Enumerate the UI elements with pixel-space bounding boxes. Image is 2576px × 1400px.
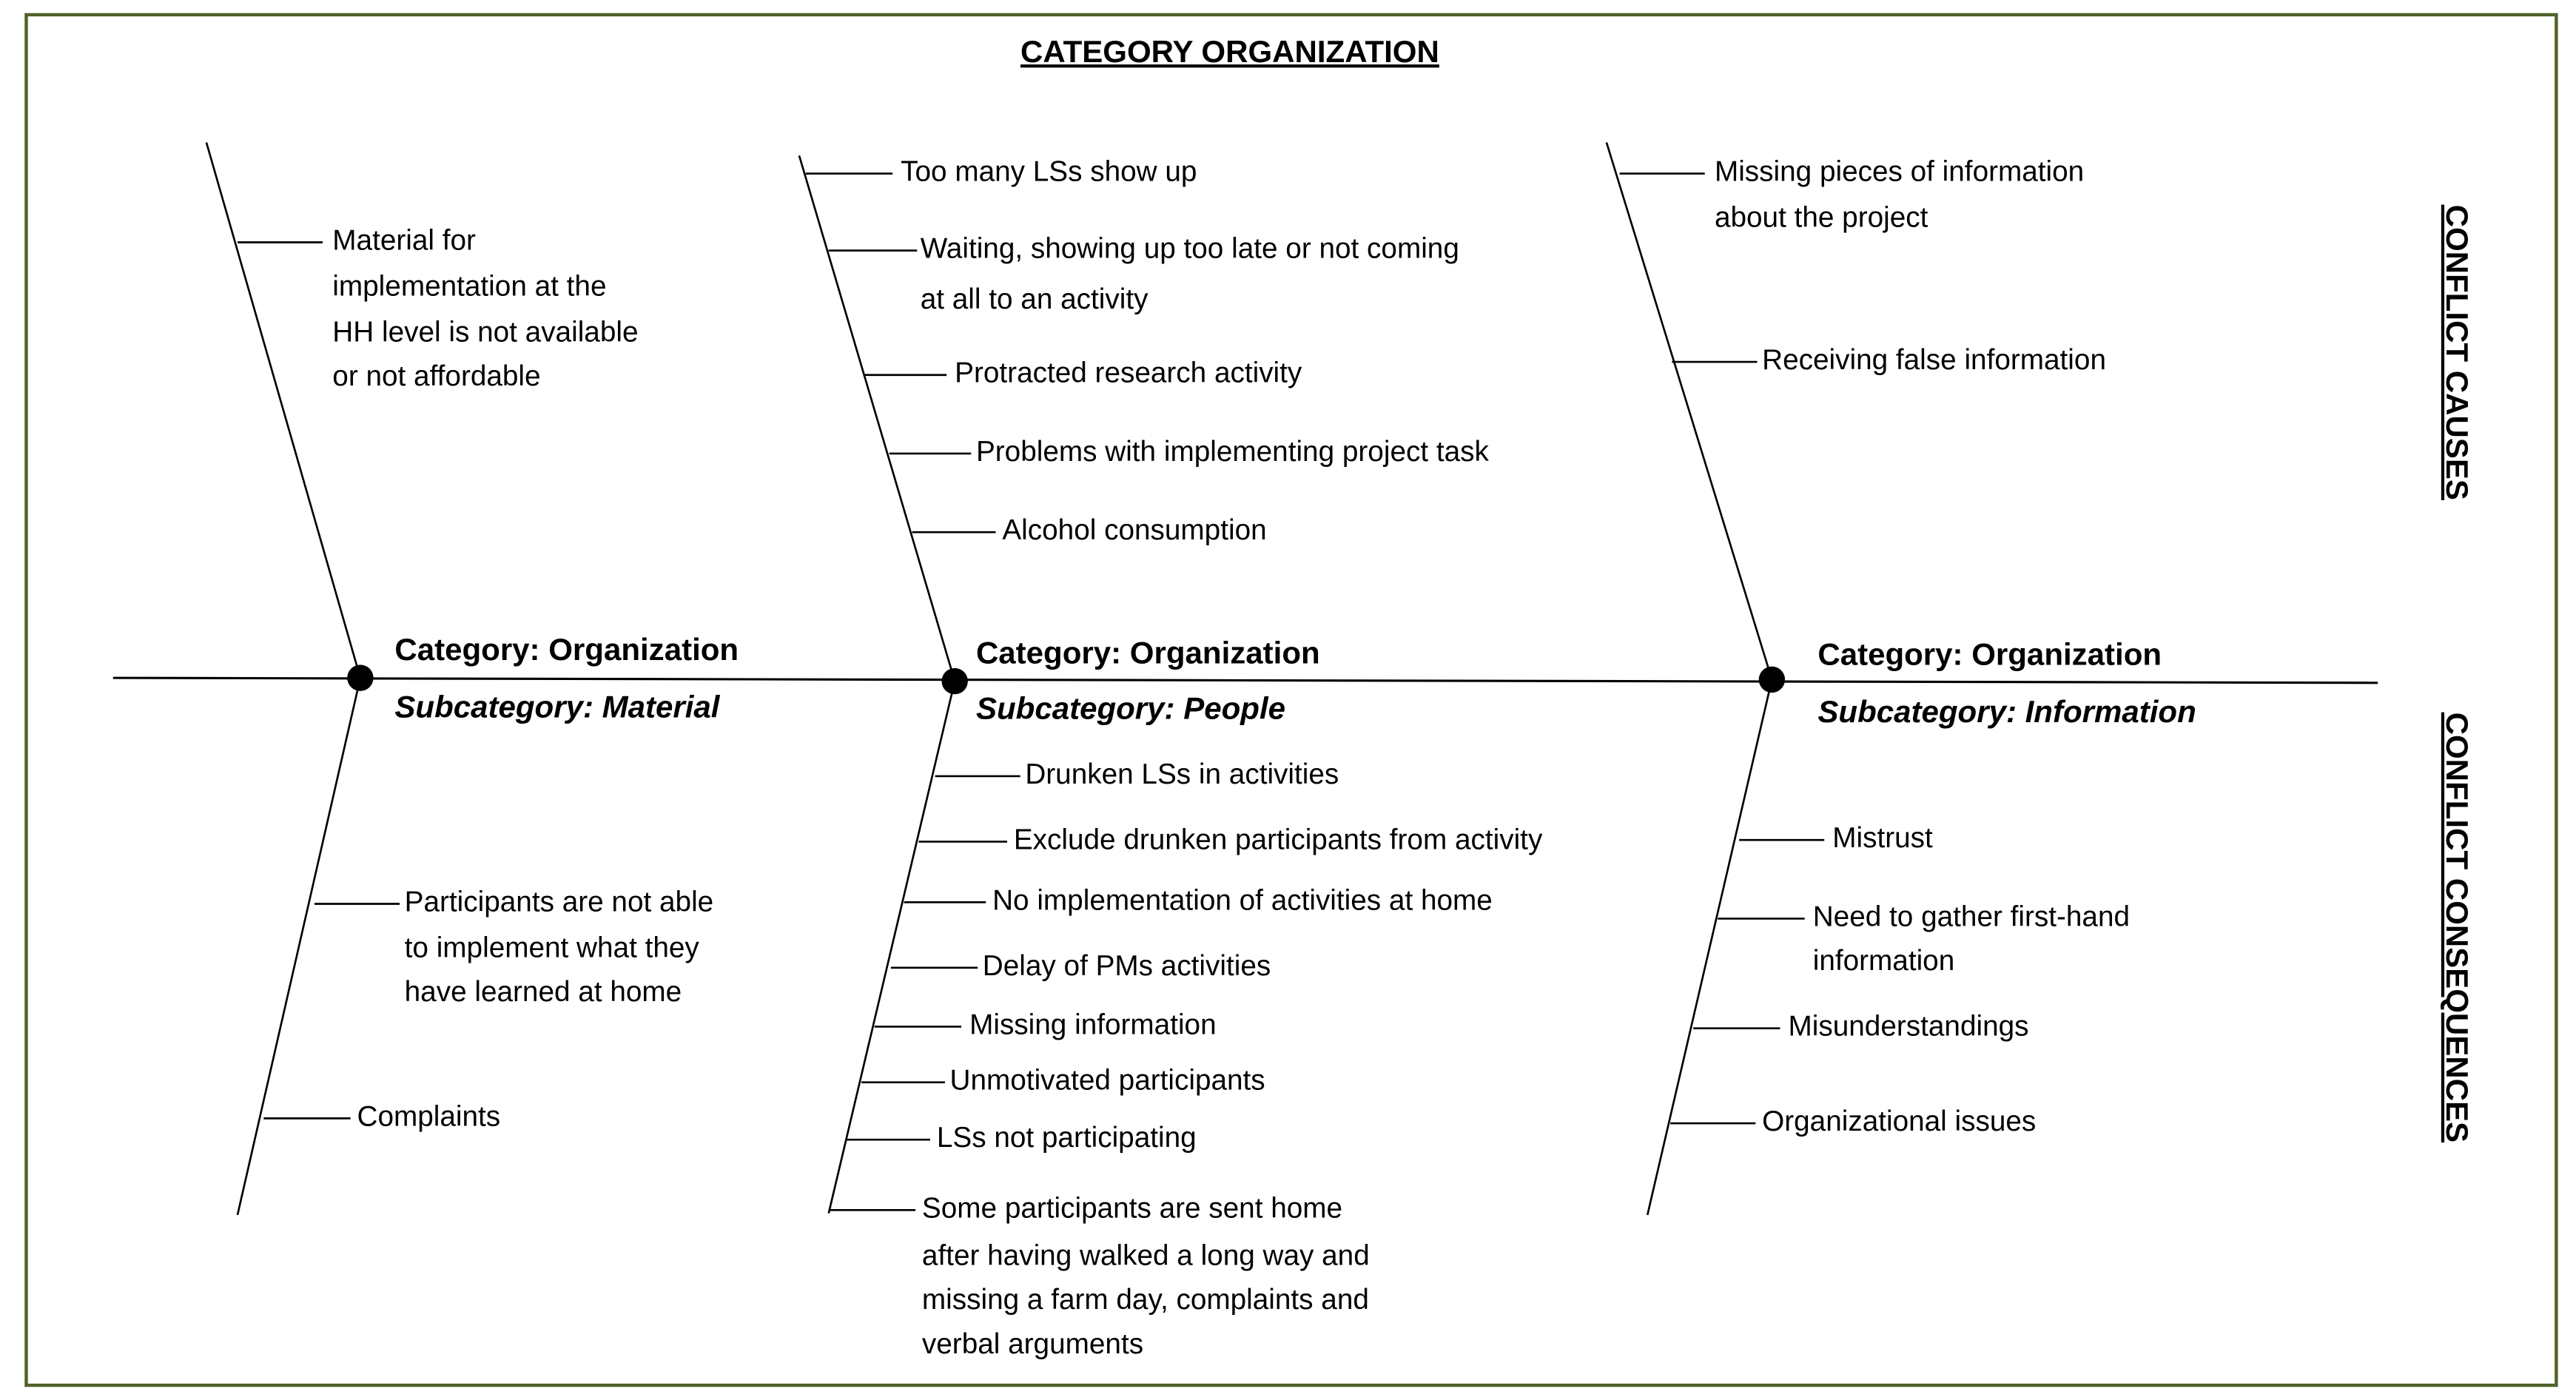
consequence-item-line: verbal arguments — [922, 1328, 1143, 1360]
cause-item: Too many LSs show up — [901, 156, 1197, 188]
consequence-bone — [1646, 679, 1773, 1216]
junction-dot — [347, 664, 374, 691]
cause-item: Receiving false information — [1762, 344, 2106, 376]
consequence-item-line: Participants are not able — [405, 886, 714, 918]
consequence-item-line: Complaints — [357, 1101, 500, 1133]
consequence-item-line: Unmotivated participants — [950, 1065, 1265, 1097]
cause-item-line: Too many LSs show up — [901, 156, 1197, 188]
consequence-item-line: missing a farm day, complaints and — [922, 1284, 1369, 1316]
cause-item-line: Receiving false information — [1762, 344, 2106, 376]
cause-bone — [798, 155, 956, 682]
consequence-item: Complaints — [357, 1101, 500, 1133]
consequence-item-line: LSs not participating — [937, 1122, 1197, 1154]
consequence-item: Unmotivated participants — [950, 1065, 1265, 1097]
diagram-title: CATEGORY ORGANIZATION — [1020, 34, 1439, 69]
cause-item-line: or not affordable — [332, 360, 540, 392]
consequence-item-line: Missing information — [969, 1009, 1217, 1041]
consequence-item-line: Organizational issues — [1762, 1105, 2036, 1137]
consequence-bone — [236, 677, 362, 1216]
category-label: Category: Organization — [976, 635, 1320, 670]
cause-item: Material for implementation at the HH leve… — [332, 225, 638, 393]
consequence-item-line: No implementation of activities at home — [992, 885, 1493, 917]
consequence-item: Misunderstandings — [1789, 1011, 2029, 1043]
frame-border — [24, 13, 2558, 1387]
consequence-item-line: after having walked a long way and — [922, 1240, 1370, 1272]
cause-item-line: about the project — [1715, 202, 1928, 234]
side-label-consequences: CONFLICT CONSEQUENCES — [2440, 713, 2475, 1142]
consequence-bone — [827, 681, 956, 1214]
cause-item-line: Alcohol consumption — [1002, 514, 1266, 546]
consequence-item-line: Some participants are sent home — [922, 1193, 1342, 1225]
cause-item: Waiting, showing up too late or not comi… — [921, 233, 1459, 316]
subcategory-label: Subcategory: Material — [394, 689, 720, 724]
consequence-item-line: Misunderstandings — [1789, 1011, 2029, 1043]
cause-item-line: Material for — [332, 225, 476, 257]
consequence-item: Need to gather first-hand information — [1813, 901, 2130, 977]
consequence-item: Drunken LSs in activities — [1025, 758, 1339, 790]
category-label: Category: Organization — [394, 632, 739, 667]
subcategory-label: Subcategory: Information — [1817, 694, 2196, 729]
cause-item-line: Waiting, showing up too late or not comi… — [921, 233, 1459, 265]
cause-item-line: implementation at the — [332, 271, 606, 303]
cause-item-line: Protracted research activity — [955, 357, 1302, 389]
consequence-item: Some participants are sent home after hav… — [922, 1193, 1370, 1361]
cause-bone — [1605, 142, 1773, 680]
cause-item-line: Problems with implementing project task — [976, 436, 1490, 468]
cause-item: Protracted research activity — [955, 357, 1302, 389]
consequence-item-line: Mistrust — [1832, 822, 1933, 854]
consequence-item-line: to implement what they — [405, 932, 700, 964]
consequence-item: No implementation of activities at home — [992, 885, 1493, 917]
consequence-item-line: Need to gather first-hand — [1813, 901, 2130, 933]
consequence-item-line: Drunken LSs in activities — [1025, 758, 1339, 790]
consequence-item: Delay of PMs activities — [983, 950, 1271, 982]
consequence-item-line: information — [1813, 945, 1955, 977]
consequence-item: LSs not participating — [937, 1122, 1197, 1154]
consequence-item-line: Exclude drunken participants from activi… — [1014, 824, 1543, 856]
junction-dot — [941, 667, 968, 695]
cause-item-line: at all to an activity — [921, 283, 1149, 315]
subcategory-label: Subcategory: People — [976, 690, 1285, 725]
cause-item: Alcohol consumption — [1002, 514, 1266, 546]
consequence-item: Exclude drunken participants from activi… — [1014, 824, 1543, 856]
consequence-item-line: have learned at home — [405, 976, 682, 1008]
cause-item: Missing pieces of information about the p… — [1715, 156, 2084, 234]
consequence-item: Mistrust — [1832, 822, 1933, 854]
consequence-item: Organizational issues — [1762, 1105, 2036, 1137]
consequence-item-line: Delay of PMs activities — [983, 950, 1271, 982]
side-label-causes: CONFLICT CAUSES — [2440, 205, 2475, 500]
cause-bone — [205, 142, 362, 679]
category-label: Category: Organization — [1817, 636, 2162, 671]
main-spine — [112, 676, 2378, 684]
cause-item-line: Missing pieces of information — [1715, 156, 2084, 188]
consequence-item: Participants are not able to implement wh… — [405, 886, 714, 1009]
cause-item-line: HH level is not available — [332, 317, 638, 349]
consequence-item: Missing information — [969, 1009, 1217, 1041]
junction-dot — [1758, 666, 1786, 693]
cause-item: Problems with implementing project task — [976, 436, 1490, 468]
